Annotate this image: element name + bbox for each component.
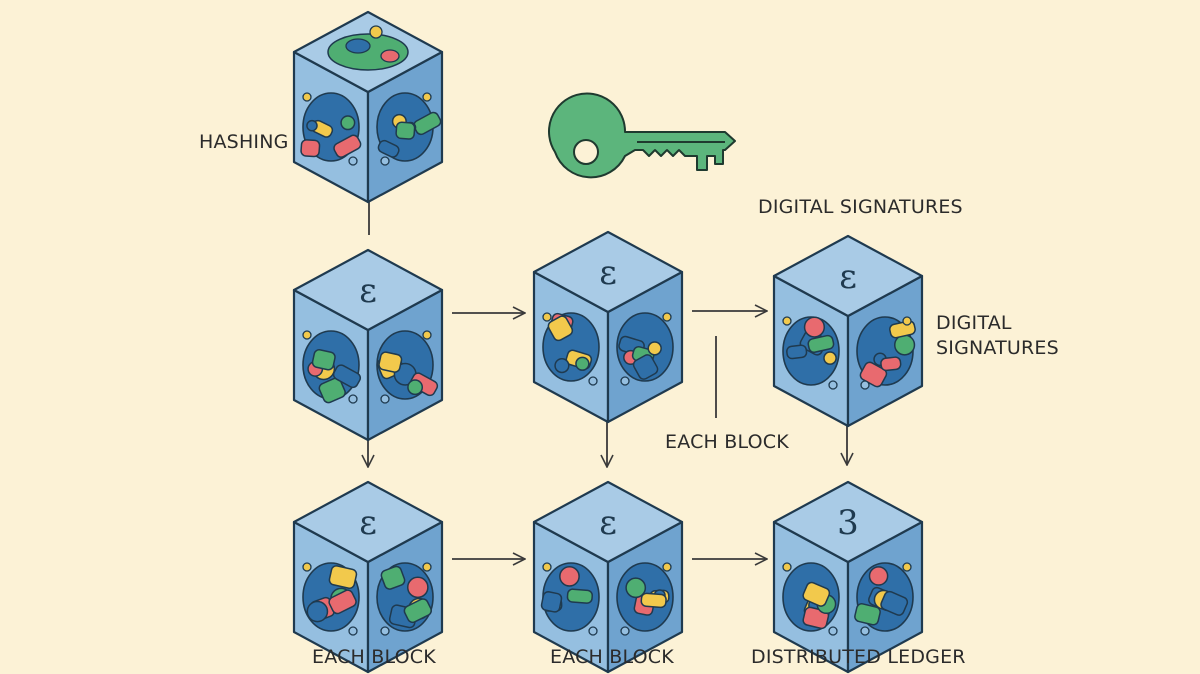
cube-top-face: [292, 480, 444, 564]
label-hashing: HASHING: [199, 131, 289, 153]
cube-face-artwork: [616, 312, 674, 386]
cube-face-artwork: [376, 330, 439, 404]
block-cube-4: ε: [292, 480, 444, 674]
cube-face-artwork: [376, 562, 434, 636]
cube-glyph: 3: [837, 503, 859, 543]
cube-top-face: [772, 480, 924, 564]
cube-top-face: [772, 234, 924, 318]
cube-top-artwork: [327, 25, 409, 71]
block-cube-1: ε: [292, 248, 444, 442]
cube-face-artwork: [616, 562, 674, 636]
label-each-block-bottom-left: EACH BLOCK: [312, 646, 436, 668]
cube-face-artwork: [856, 316, 916, 390]
cube-face-artwork: [782, 562, 840, 636]
label-distributed-ledger: DISTRIBUTED LEDGER: [751, 646, 966, 668]
cube-face-artwork: [854, 562, 914, 636]
cube-face-artwork: [300, 92, 362, 166]
cube-face-artwork: [302, 562, 360, 636]
cube-top-face: [532, 230, 684, 314]
cube-face-artwork: [376, 92, 442, 166]
cube-face-artwork: [302, 330, 362, 404]
label-digital-signatures-top: DIGITAL SIGNATURES: [758, 196, 963, 218]
block-cube-2: ε: [532, 230, 684, 424]
label-each-block-middle: EACH BLOCK: [665, 431, 789, 453]
block-cube-5: ε: [532, 480, 684, 674]
cube-glyph: ε: [839, 257, 857, 297]
cube-glyph: ε: [359, 503, 377, 543]
label-each-block-bottom-middle: EACH BLOCK: [550, 646, 674, 668]
signature-cube: ε: [772, 234, 924, 428]
hashing-cube: [292, 10, 444, 204]
cube-top-face: [292, 248, 444, 332]
cube-glyph: ε: [599, 253, 617, 293]
cube-glyph: ε: [359, 271, 377, 311]
key-icon: [548, 92, 736, 179]
cube-face-artwork: [542, 312, 600, 386]
cube-top-face: [532, 480, 684, 564]
cube-face-artwork: [782, 316, 840, 390]
cube-glyph: ε: [599, 503, 617, 543]
ledger-cube: 3: [772, 480, 924, 674]
label-digital-signatures-side-line1: DIGITAL: [936, 312, 1012, 334]
cubes: ε ε ε ε ε 3: [292, 10, 924, 674]
label-digital-signatures-side-line2: SIGNATURES: [936, 337, 1059, 359]
cube-face-artwork: [540, 562, 600, 636]
